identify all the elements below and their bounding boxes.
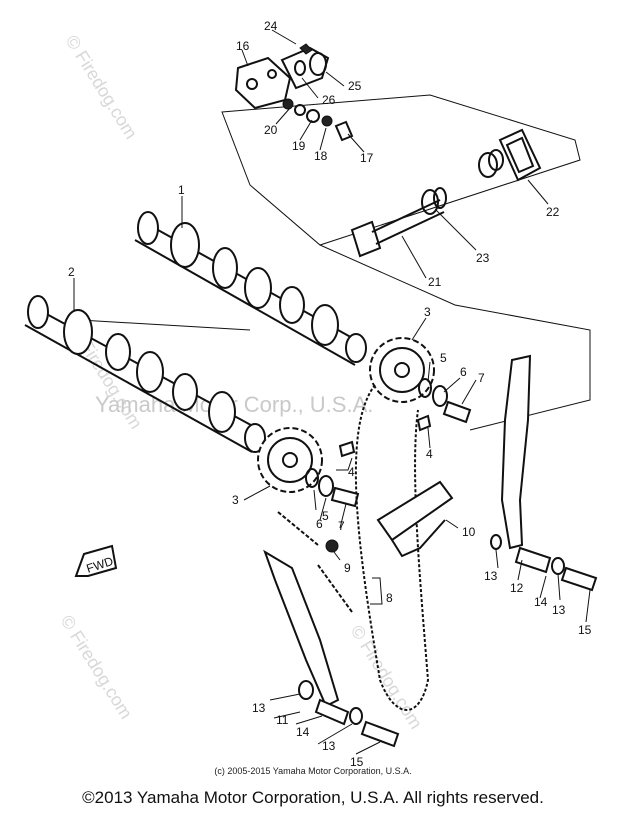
tensioner-arm-left [263,549,400,748]
callout-18: 18 [314,149,328,163]
callout-6-lower: 6 [316,517,323,531]
cam-key-upper [416,414,432,432]
camshaft-parts-diagram: © Firedog.com © Firedog.com © Firedog.co… [24,19,598,769]
callout-14-right: 14 [534,595,548,609]
callout-24: 24 [264,19,278,33]
callout-7-lower: 7 [338,519,345,533]
callout-11: 11 [276,713,289,727]
callout-4-lower: 4 [348,465,355,479]
callout-8: 8 [386,591,393,605]
callout-23: 23 [476,251,490,265]
callout-16: 16 [236,39,250,53]
chain-link-group [277,511,353,613]
callout-6-upper: 6 [460,365,467,379]
reference-line-right [319,244,591,431]
watermark-bottom-mid: © Firedog.com [347,622,427,733]
footer-copyright: ©2013 Yamaha Motor Corporation, U.S.A. A… [82,788,544,807]
reference-line-left [79,319,251,331]
leader-lines [73,29,591,755]
callout-13-left-b: 13 [322,739,336,753]
sprocket-intake [369,337,435,403]
callout-7-upper: 7 [478,371,485,385]
tensioner-housing [234,43,330,110]
callout-10: 10 [462,525,476,539]
callout-25: 25 [348,79,362,93]
tensioner-small-parts [282,98,354,142]
callout-5-upper: 5 [440,351,447,365]
callout-3-upper: 3 [424,305,431,319]
callout-3-lower: 3 [232,493,239,507]
camshaft-intake [134,211,367,366]
callout-13-left-a: 13 [252,701,266,715]
forward-arrow: FWD [74,544,118,577]
camshaft-exhaust [24,295,266,453]
callout-20: 20 [264,123,278,137]
sprocket-bolts-intake [418,378,472,424]
callout-1: 1 [178,183,185,197]
cam-key-lower [338,440,356,458]
callout-17: 17 [360,151,374,165]
callout-19: 19 [292,139,306,153]
damper-nut [325,539,339,553]
watermark-bottom-left: © Firedog.com [57,612,137,723]
callout-14-left: 14 [296,725,310,739]
inner-copyright: (c) 2005-2015 Yamaha Motor Corporation, … [214,766,412,776]
callout-numbers: 1 2 3 3 4 4 5 5 6 6 7 7 8 9 10 11 12 13 … [68,19,592,769]
tensioner-rod [350,128,542,258]
chain-guide [376,480,454,558]
callout-2: 2 [68,265,75,279]
callout-12: 12 [510,581,524,595]
callout-21: 21 [428,275,442,289]
sprocket-exhaust [257,427,323,493]
callout-4-upper: 4 [426,447,433,461]
sprocket-bolts-exhaust [305,468,360,508]
watermark-top-right: © Firedog.com [62,32,142,143]
callout-15-left: 15 [350,755,364,769]
tensioner-arm-right [490,354,598,592]
callout-5-lower: 5 [322,509,329,523]
callout-22: 22 [546,205,560,219]
callout-15-right: 15 [578,623,592,637]
callout-26: 26 [322,93,336,107]
tensioner-box-outline [221,94,581,246]
callout-13-right-a: 13 [484,569,498,583]
callout-9: 9 [344,561,351,575]
callout-13-right-b: 13 [552,603,566,617]
